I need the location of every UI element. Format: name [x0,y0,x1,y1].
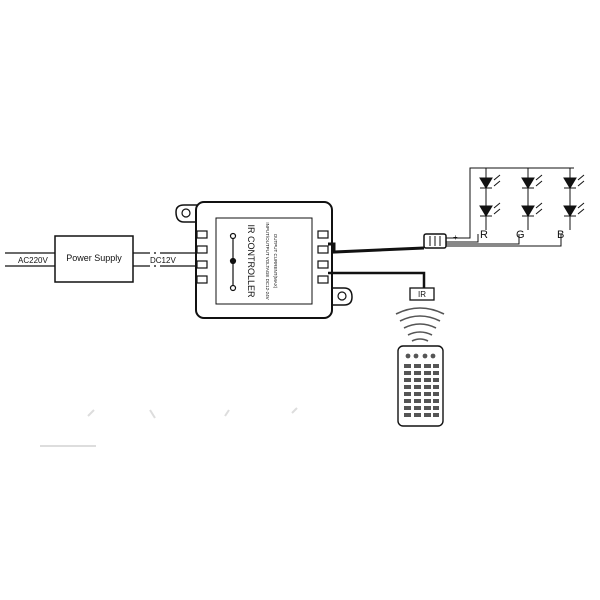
ir-remote-control-icon [397,345,444,427]
ir-sensor-box [409,287,435,301]
controller-body [195,201,333,319]
ir-signal-waves-icon [395,307,445,342]
ac-input-wires [5,252,55,267]
led-diode-icon [563,202,585,217]
led-diode-icon [521,174,543,189]
mounting-hole-top [181,208,191,218]
mounting-hole-bottom [337,291,347,301]
led-array [479,174,585,217]
rgb-connector [423,233,447,249]
remote-top-buttons [405,353,436,359]
input-terminals [196,230,208,284]
rgb-output-cable [328,242,425,254]
ir-controller: IR CONTROLLER INPUT/OUTPUT VOLTAGE DC12-… [175,201,353,319]
channel-b-label: B [557,229,564,241]
ir-sensor-label: IR [418,290,426,299]
power-supply-label: Power Supply [66,253,122,263]
channel-r-label: R [480,229,488,241]
ac-input-label: AC220V [18,256,48,265]
scan-artifacts [40,407,298,447]
led-diode-icon [521,202,543,217]
led-strip-wiring [446,167,574,247]
dc-output-label: DC12V [150,256,176,265]
ir-sensor-cable [328,271,426,288]
channel-g-label: G [516,229,525,241]
led-diode-icon [479,174,501,189]
output-terminals [317,230,329,284]
remote-button-grid [404,364,439,417]
led-diode-icon [563,174,585,189]
controller-title: IR CONTROLLER [246,224,256,298]
controller-spec-line1: INPUT/OUTPUT VOLTAGE DC12-24V [265,222,270,299]
led-diode-icon [479,202,501,217]
controller-spec-line2: OUTPUT CURRENT(MAX) [273,234,278,289]
controller-label-panel [215,217,313,305]
switch-symbol [229,232,237,292]
power-supply-box [54,235,134,283]
dc-output-wires [133,252,196,267]
